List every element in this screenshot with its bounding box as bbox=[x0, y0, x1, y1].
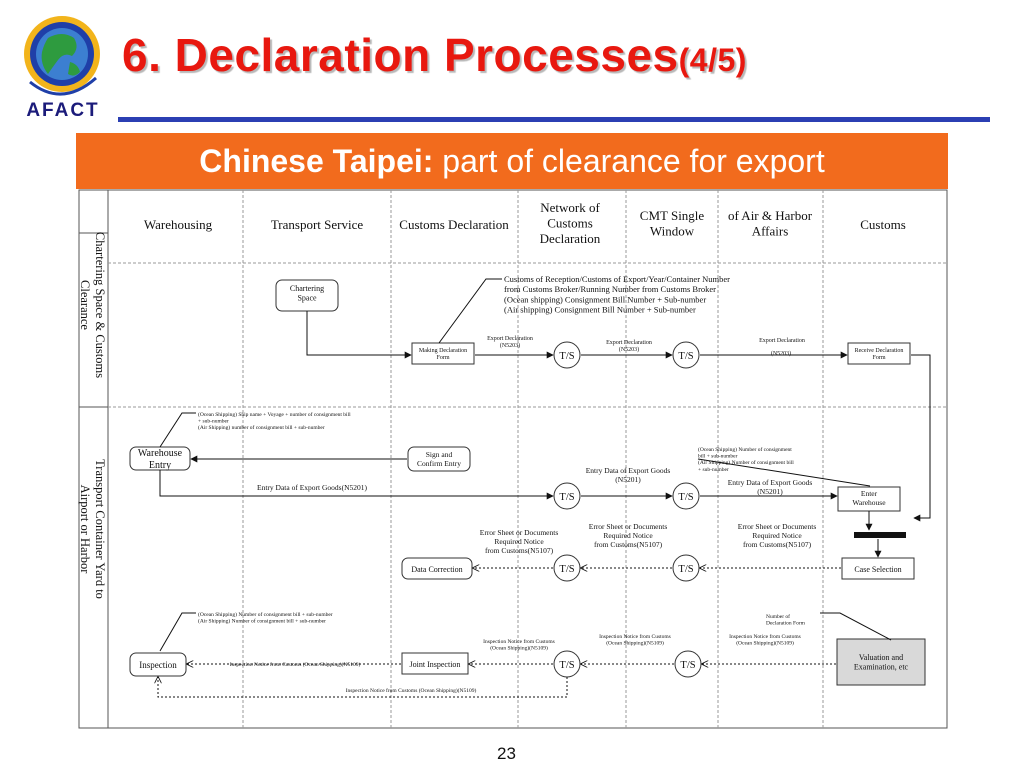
col-header-transport: Transport Service bbox=[271, 217, 364, 232]
entry-data-label: Entry Data of Export Goods(N5201) bbox=[257, 483, 367, 492]
joint-inspection-box bbox=[401, 652, 469, 675]
joint-inspection-label: Joint Inspection bbox=[410, 660, 461, 669]
col-header-customs-declaration: Customs Declaration bbox=[399, 217, 509, 232]
inspection-notice-label: Inspection Notice from Customs (Ocean Sh… bbox=[230, 661, 361, 668]
banner-bold: Chinese Taipei: bbox=[199, 143, 434, 179]
entry-data-label: Entry Data of Export Goods(N5201) bbox=[728, 478, 813, 496]
arrow bbox=[306, 311, 412, 359]
inspection-label: Inspection bbox=[139, 660, 177, 670]
ts-label: T/S bbox=[559, 351, 574, 362]
inspection-notice-label: Inspection Notice from Customs (Ocean Sh… bbox=[346, 687, 477, 694]
note-leader bbox=[159, 412, 196, 448]
ts-circle bbox=[674, 650, 702, 678]
subtitle-banner: Chinese Taipei: part of clearance for ex… bbox=[76, 133, 948, 189]
receive-declaration-box bbox=[847, 342, 911, 365]
customs-number-note: Customs of Reception/Customs of Export/Y… bbox=[504, 274, 730, 315]
logo-text: AFACT bbox=[26, 100, 99, 121]
title-main: 6. Declaration Processes bbox=[122, 29, 679, 81]
arrow bbox=[911, 354, 931, 522]
ts-circle bbox=[553, 482, 581, 510]
ts-label: T/S bbox=[678, 492, 693, 503]
valuation-box bbox=[836, 638, 926, 686]
ts-circle bbox=[553, 341, 581, 369]
arrow bbox=[159, 470, 554, 500]
sign-confirm-box bbox=[407, 446, 471, 472]
swimlane-grid bbox=[78, 189, 948, 729]
note-leader bbox=[820, 612, 892, 641]
note-leader bbox=[697, 458, 871, 487]
making-declaration-box bbox=[411, 342, 475, 365]
title-divider bbox=[118, 117, 990, 122]
ts-circle bbox=[672, 341, 700, 369]
case-selection-box bbox=[841, 557, 915, 580]
page-number: 23 bbox=[497, 744, 516, 763]
export-declaration-label: Export Declaration(N5203) bbox=[606, 340, 652, 353]
note-leader bbox=[438, 278, 502, 344]
note-leader bbox=[159, 612, 196, 652]
ts-label: T/S bbox=[680, 660, 695, 671]
entry-data-label: Entry Data of Export Goods(N5201) bbox=[586, 466, 671, 484]
data-correction-box bbox=[401, 557, 473, 580]
afact-logo: AFACT bbox=[24, 16, 100, 121]
col-header-customs: Customs bbox=[860, 217, 906, 232]
inspection-box bbox=[129, 652, 187, 677]
consignment-note: (Ocean Shipping) Number of consignment b… bbox=[198, 611, 333, 625]
inspection-notice-label: Inspection Notice from Customs(Ocean Shi… bbox=[483, 638, 555, 652]
page-title: 6. Declaration Processes(4/5) bbox=[122, 28, 747, 82]
ts-circle bbox=[672, 554, 700, 582]
case-selection-label: Case Selection bbox=[854, 565, 901, 574]
data-correction-label: Data Correction bbox=[411, 565, 462, 574]
export-declaration-label: Export Declaration(N5203) bbox=[487, 336, 533, 349]
row-header-transport-yard: Transport Container Yard toAirport or Ha… bbox=[78, 459, 107, 599]
col-header-warehousing: Warehousing bbox=[144, 217, 213, 232]
title-sub: (4/5) bbox=[678, 42, 747, 78]
merge-bar bbox=[854, 532, 906, 538]
ts-circle bbox=[553, 554, 581, 582]
row-header-chartering: Chartering Space & CustomsClearance bbox=[78, 232, 107, 378]
enter-warehouse-box bbox=[837, 486, 901, 512]
ship-name-note: (Ocean Shipping) Ship name + Voyage + nu… bbox=[198, 411, 351, 431]
process-diagram: Warehousing Transport Service Customs De… bbox=[78, 189, 948, 729]
inspection-notice-label: Inspection Notice from Customs(Ocean Shi… bbox=[599, 633, 671, 647]
ts-label: T/S bbox=[559, 492, 574, 503]
ts-label: T/S bbox=[678, 351, 693, 362]
ts-label: T/S bbox=[678, 564, 693, 575]
inspection-notice-label: Inspection Notice from Customs(Ocean Shi… bbox=[729, 633, 801, 647]
export-declaration-code: (N5203) bbox=[771, 350, 791, 357]
banner-rest: part of clearance for export bbox=[433, 143, 825, 179]
ts-label: T/S bbox=[559, 564, 574, 575]
dotted-arrow bbox=[158, 677, 568, 698]
ts-circle bbox=[672, 482, 700, 510]
export-declaration-label: Export Declaration bbox=[759, 338, 805, 344]
ts-label: T/S bbox=[559, 660, 574, 671]
